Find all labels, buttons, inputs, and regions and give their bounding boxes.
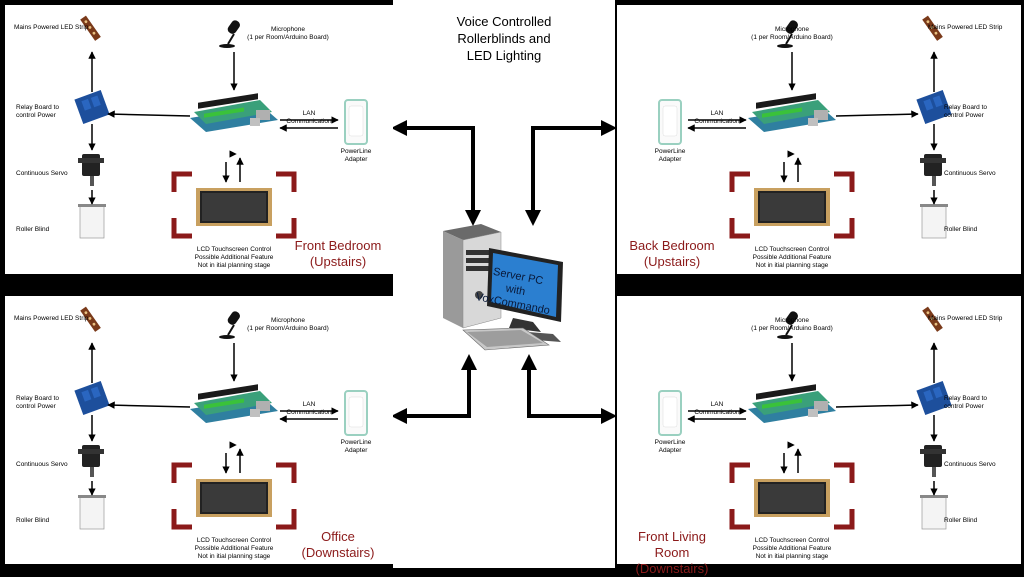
- label-blind: Roller Blind: [944, 517, 978, 524]
- label-lcd: LCD Touchscreen Control Possible Additio…: [194, 246, 274, 269]
- label-powerline: PowerLine Adapter: [654, 439, 686, 454]
- label-microphone: Microphone: [775, 26, 809, 33]
- led-strip-icon: [80, 306, 101, 332]
- label-blind: Roller Blind: [16, 517, 50, 524]
- label-servo: Continuous Servo: [944, 170, 996, 177]
- label-powerline: PowerLine Adapter: [340, 148, 372, 163]
- label-led-strip: Mains Powered LED Strip: [928, 24, 1003, 31]
- panel-diagram: [74, 15, 368, 239]
- label-led-strip: Mains Powered LED Strip: [928, 315, 1003, 322]
- roller-blind-icon: [920, 495, 948, 530]
- label-servo: Continuous Servo: [16, 461, 68, 468]
- server-line2: with: [504, 282, 526, 298]
- room-label: Front Living Room (Downstairs): [635, 529, 709, 576]
- powerline-adapter-icon: [658, 99, 682, 145]
- room-label: Office (Downstairs): [301, 529, 375, 560]
- label-relay: Relay Board to control Power: [944, 395, 987, 410]
- label-microphone-sub: (1 per Room/Arduino Board): [247, 325, 329, 332]
- servo-icon: [920, 445, 946, 477]
- label-lcd: LCD Touchscreen Control Possible Additio…: [752, 246, 832, 269]
- label-powerline: PowerLine Adapter: [654, 148, 686, 163]
- label-blind: Roller Blind: [944, 226, 978, 233]
- flow-arrow: [107, 110, 191, 118]
- label-lan: LAN Communication: [694, 401, 740, 416]
- relay-board-icon: [74, 89, 110, 125]
- microphone-icon: [219, 311, 240, 339]
- label-servo: Continuous Servo: [944, 461, 996, 468]
- label-lan: LAN Communication: [286, 110, 332, 125]
- connection-arrows: [391, 120, 617, 424]
- label-microphone: Microphone: [775, 317, 809, 324]
- label-microphone-sub: (1 per Room/Arduino Board): [751, 34, 833, 41]
- label-microphone-sub: (1 per Room/Arduino Board): [247, 34, 329, 41]
- label-relay: Relay Board to control Power: [944, 104, 987, 119]
- lcd-screen-icon: [729, 171, 855, 239]
- room-label: Front Bedroom (Upstairs): [294, 238, 382, 269]
- label-servo: Continuous Servo: [16, 170, 68, 177]
- label-microphone: Microphone: [271, 317, 305, 324]
- roller-blind-icon: [78, 495, 106, 530]
- panel-diagram: [658, 306, 952, 530]
- servo-icon: [78, 445, 104, 477]
- keyboard-icon: [462, 327, 550, 351]
- servo-icon: [78, 154, 104, 186]
- label-relay: Relay Board to control Power: [16, 395, 59, 410]
- diagram-title: Voice Controlled Rollerblinds and LED Li…: [456, 14, 552, 63]
- lcd-screen-icon: [171, 171, 297, 239]
- microphone-icon: [777, 20, 798, 48]
- microphone-icon: [219, 20, 240, 48]
- arduino-board-icon: [748, 93, 836, 132]
- flow-arrow: [107, 401, 191, 409]
- label-led-strip: Mains Powered LED Strip: [14, 315, 89, 322]
- label-lcd: LCD Touchscreen Control Possible Additio…: [752, 537, 832, 560]
- label-lcd: LCD Touchscreen Control Possible Additio…: [194, 537, 274, 560]
- label-blind: Roller Blind: [16, 226, 50, 233]
- led-strip-icon: [922, 306, 943, 332]
- room-label: Back Bedroom (Upstairs): [629, 238, 715, 269]
- label-microphone: Microphone: [271, 26, 305, 33]
- led-strip-icon: [80, 15, 101, 41]
- roller-blind-icon: [920, 204, 948, 239]
- arduino-board-icon: [748, 384, 836, 423]
- label-led-strip: Mains Powered LED Strip: [14, 24, 89, 31]
- flow-arrow: [835, 401, 919, 409]
- powerline-adapter-icon: [658, 390, 682, 436]
- relay-board-icon: [916, 89, 952, 125]
- arduino-board-icon: [190, 384, 278, 423]
- panel-diagram: [74, 306, 368, 530]
- relay-board-icon: [74, 380, 110, 416]
- center-column: Voice Controlled Rollerblinds and LED Li…: [391, 0, 617, 568]
- label-microphone-sub: (1 per Room/Arduino Board): [751, 325, 833, 332]
- arduino-board-icon: [190, 93, 278, 132]
- label-lan: LAN Communication: [694, 110, 740, 125]
- label-relay: Relay Board to control Power: [16, 104, 59, 119]
- microphone-icon: [777, 311, 798, 339]
- label-lan: LAN Communication: [286, 401, 332, 416]
- relay-board-icon: [916, 380, 952, 416]
- powerline-adapter-icon: [344, 99, 368, 145]
- panel-diagram: [658, 15, 952, 239]
- flow-arrow: [835, 110, 919, 118]
- powerline-adapter-icon: [344, 390, 368, 436]
- label-powerline: PowerLine Adapter: [340, 439, 372, 454]
- lcd-screen-icon: [729, 462, 855, 530]
- led-strip-icon: [922, 15, 943, 41]
- lcd-screen-icon: [171, 462, 297, 530]
- servo-icon: [920, 154, 946, 186]
- server-graphic: Server PC with VoxCommando: [391, 120, 617, 424]
- roller-blind-icon: [78, 204, 106, 239]
